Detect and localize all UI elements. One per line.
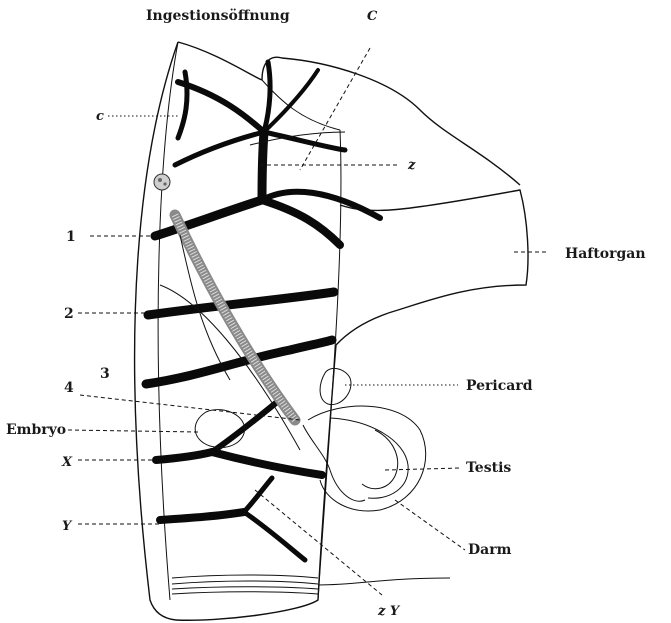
- label-z: z: [407, 158, 416, 173]
- label-X: X: [61, 455, 73, 470]
- label-ingestion: Ingestionsöffnung: [146, 8, 290, 24]
- label-1: 1: [66, 229, 76, 245]
- body-outline: [135, 42, 528, 620]
- leader-lines: [68, 48, 548, 595]
- label-C-upper: C: [367, 9, 378, 24]
- label-zY: z Y: [377, 604, 401, 619]
- label-2: 2: [64, 306, 74, 322]
- label-c-lower: c: [96, 109, 104, 124]
- label-darm: Darm: [468, 542, 512, 558]
- label-4: 4: [64, 380, 74, 396]
- label-pericard: Pericard: [466, 378, 533, 394]
- label-haftorgan: Haftorgan: [565, 246, 646, 262]
- label-embryo: Embryo: [6, 422, 66, 438]
- label-3: 3: [100, 366, 110, 382]
- muscle-bands: [146, 62, 380, 560]
- label-testis: Testis: [466, 460, 511, 476]
- label-Y: Y: [62, 519, 73, 534]
